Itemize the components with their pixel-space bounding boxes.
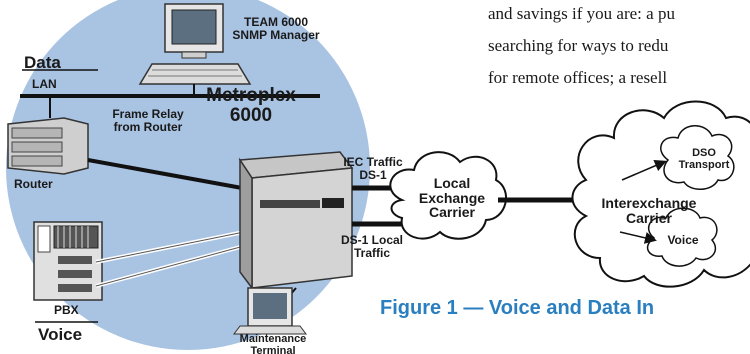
- pbx-label: PBX: [54, 303, 79, 317]
- dso-transport-label: DSO Transport: [678, 147, 730, 171]
- frame-relay-line: [87, 158, 243, 190]
- metroplex-unit-icon: [238, 151, 354, 291]
- lan-label: LAN: [32, 77, 57, 91]
- body-text-line-2: searching for ways to redu: [488, 36, 669, 55]
- iec-traffic-label: IEC Traffic DS-1: [343, 155, 403, 182]
- snmp-manager-label: TEAM 6000 SNMP Manager: [232, 15, 320, 42]
- body-text-line-3: for remote offices; a resell: [488, 68, 668, 87]
- data-label: Data: [24, 53, 61, 72]
- metroplex-label: Metroplex 6000: [206, 85, 296, 126]
- pbx-icon: [33, 221, 103, 301]
- ds1-local-traffic-label: DS-1 Local Traffic: [340, 233, 403, 260]
- router-label: Router: [14, 177, 53, 191]
- local-exchange-label: Local Exchange Carrier: [418, 175, 486, 221]
- router-icon: [7, 96, 89, 175]
- voice-label: Voice: [38, 325, 83, 344]
- frame-relay-label: Frame Relay from Router: [112, 107, 184, 134]
- maintenance-terminal-icon: [233, 287, 307, 335]
- figure-caption: Figure 1 — Voice and Data In: [380, 297, 655, 319]
- voice-cloud: [646, 207, 718, 267]
- arrow-to-dso: [621, 160, 667, 181]
- dso-transport-cloud: [660, 125, 735, 190]
- workstation-icon: [138, 3, 252, 96]
- arrow-to-voice: [619, 231, 657, 244]
- interexchange-label: Interexchange Carrier: [601, 195, 697, 226]
- voice-cloud-label: Voice: [667, 233, 699, 247]
- body-text-line-1: and savings if you are: a pu: [488, 4, 675, 23]
- maintenance-terminal-label: Maintenance Terminal: [239, 334, 307, 354]
